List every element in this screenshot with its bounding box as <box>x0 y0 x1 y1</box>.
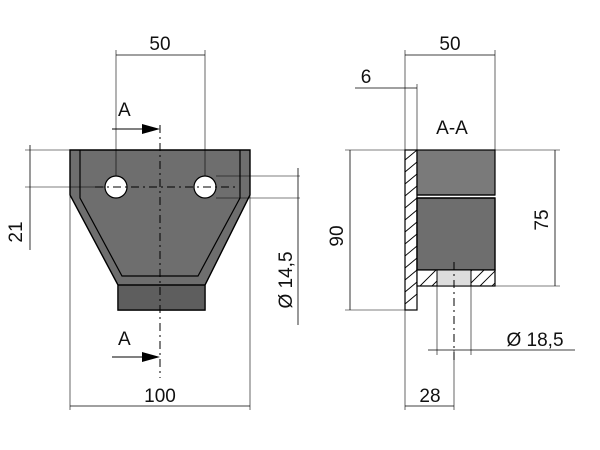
section-wall-thickness-label: 6 <box>361 67 372 88</box>
front-view-bottom-width-label: 100 <box>144 386 176 407</box>
section-body-height-label: 75 <box>532 209 553 230</box>
section-bottom-offset-label: 28 <box>419 386 440 407</box>
front-view-lower-band <box>117 284 206 311</box>
section-wall-hatching <box>405 150 417 305</box>
section-marker-bottom: A <box>118 329 131 350</box>
section-arrowhead-bottom <box>142 352 160 362</box>
section-top-width-label: 50 <box>439 34 460 55</box>
front-view-hole-diameter-label: Ø 14,5 <box>276 251 297 308</box>
front-view: 50 100 21 Ø 14,5 A A <box>6 34 300 410</box>
section-view-title: A-A <box>436 118 468 139</box>
front-view-left-height-label: 21 <box>6 221 27 242</box>
section-body-upper <box>416 149 496 196</box>
section-hole-diameter-label: Ø 18,5 <box>506 330 563 351</box>
section-marker-top: A <box>118 100 131 121</box>
section-view: A-A <box>327 34 575 410</box>
section-total-height-label: 90 <box>327 225 348 246</box>
section-arrowhead-top <box>142 124 160 134</box>
front-view-top-width-label: 50 <box>149 34 170 55</box>
section-body-lower <box>416 197 496 271</box>
